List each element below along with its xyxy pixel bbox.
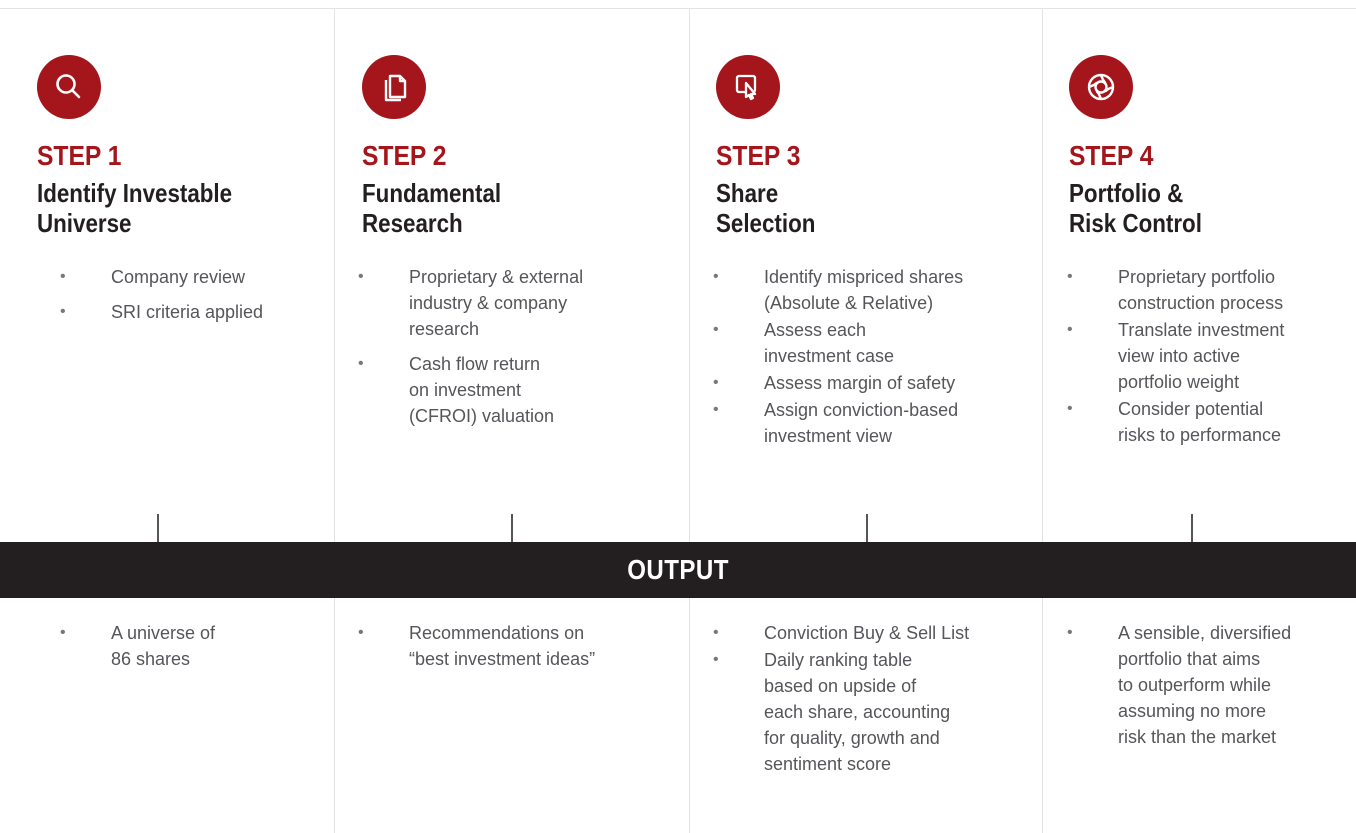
step-2-column: STEP 2 Fundamental Research Proprietary … (335, 0, 689, 833)
output-bullets: A universe of 86 shares (55, 620, 330, 681)
step-label: STEP 1 (37, 140, 122, 171)
output-bullets: A sensible, diversified portfolio that a… (1062, 620, 1354, 759)
step-4-column: STEP 4 Portfolio & Risk Control Propriet… (1043, 0, 1356, 833)
connector-tick (157, 514, 159, 542)
document-icon (362, 55, 426, 119)
bullet-item: Company review (55, 264, 330, 290)
connector-tick (866, 514, 868, 542)
connector-tick (1191, 514, 1193, 542)
step-bullets: Company review SRI criteria applied (55, 264, 330, 334)
top-border (0, 8, 1356, 9)
bullet-item: Proprietary & external industry & compan… (353, 264, 683, 342)
step-title: Share Selection (716, 178, 816, 238)
output-bullets: Conviction Buy & Sell List Daily ranking… (708, 620, 1038, 778)
step-label: STEP 3 (716, 140, 801, 171)
step-title: Identify Investable Universe (37, 178, 233, 238)
output-bar: OUTPUT (0, 542, 1356, 598)
step-title: Portfolio & Risk Control (1069, 178, 1202, 238)
step-label: STEP 2 (362, 140, 447, 171)
bullet-item: Cash flow return on investment (CFROI) v… (353, 351, 683, 429)
bullet-item: SRI criteria applied (55, 299, 330, 325)
output-label: OUTPUT (627, 554, 729, 585)
column-divider (1042, 8, 1043, 833)
output-item: A universe of 86 shares (55, 620, 330, 672)
output-item: Conviction Buy & Sell List (708, 620, 1038, 646)
output-item: A sensible, diversified portfolio that a… (1062, 620, 1354, 750)
connector-tick (511, 514, 513, 542)
column-divider (689, 8, 690, 833)
bullet-item: Consider potential risks to performance (1062, 396, 1354, 448)
step-title: Fundamental Research (362, 178, 502, 238)
step-label: STEP 4 (1069, 140, 1154, 171)
lifebuoy-icon (1069, 55, 1133, 119)
step-bullets: Proprietary & external industry & compan… (353, 264, 683, 438)
bullet-item: Assess margin of safety (708, 370, 1038, 396)
output-item: Recommendations on “best investment idea… (353, 620, 683, 672)
bullet-item: Proprietary portfolio construction proce… (1062, 264, 1354, 316)
bullet-item: Identify mispriced shares (Absolute & Re… (708, 264, 1038, 316)
column-divider (334, 8, 335, 833)
step-3-column: STEP 3 Share Selection Identify misprice… (690, 0, 1042, 833)
bullet-item: Assess each investment case (708, 317, 1038, 369)
bullet-item: Translate investment view into active po… (1062, 317, 1354, 395)
step-bullets: Identify mispriced shares (Absolute & Re… (708, 264, 1038, 450)
step-1-column: STEP 1 Identify Investable Universe Comp… (0, 0, 334, 833)
output-item: Daily ranking table based on upside of e… (708, 647, 1038, 777)
touch-select-icon (716, 55, 780, 119)
bullet-item: Assign conviction-based investment view (708, 397, 1038, 449)
output-bullets: Recommendations on “best investment idea… (353, 620, 683, 681)
search-icon (37, 55, 101, 119)
step-bullets: Proprietary portfolio construction proce… (1062, 264, 1354, 449)
